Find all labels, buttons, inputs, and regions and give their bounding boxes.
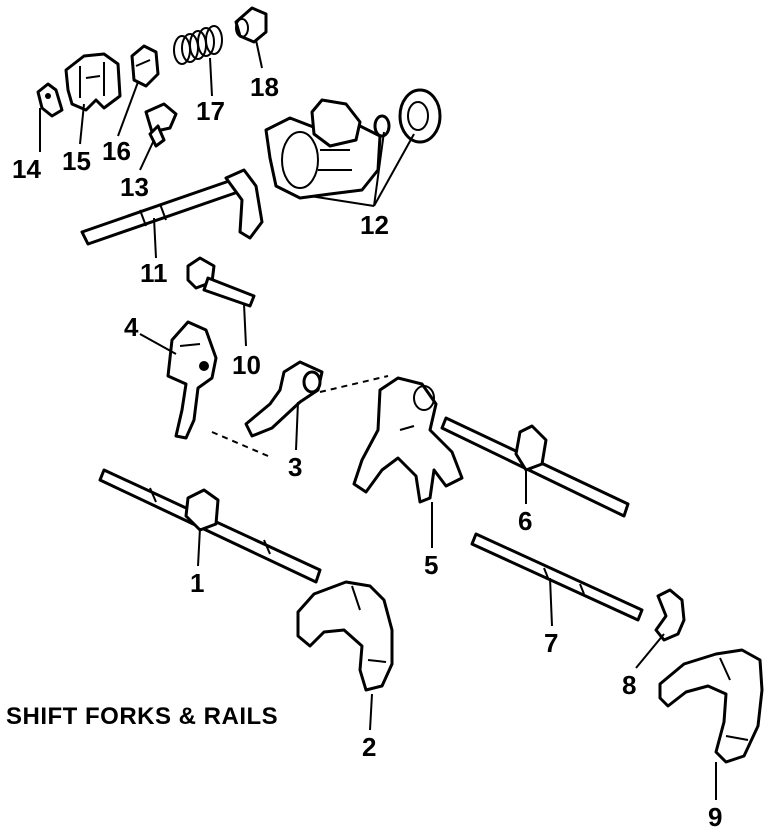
part-5-fork: [352, 376, 464, 504]
part-1-shift-rail: [98, 468, 322, 584]
part-17-spring: [173, 25, 223, 65]
part-15-housing: [64, 52, 122, 112]
part-16-cap: [130, 44, 160, 88]
leader-lines: [39, 39, 717, 800]
callout-7: 7: [544, 628, 558, 658]
part-3-fork: [244, 360, 324, 438]
callout-3: 3: [288, 452, 302, 482]
callout-14: 14: [12, 154, 41, 184]
part-9-fork: [658, 648, 764, 764]
callout-12: 12: [360, 210, 389, 240]
callout-1: 1: [190, 568, 204, 598]
assembly-line-right: [319, 375, 389, 393]
part-12-cover-assembly: [264, 88, 442, 200]
callout-16: 16: [102, 136, 131, 166]
callout-13: 13: [120, 172, 149, 202]
callout-2: 2: [362, 732, 376, 762]
diagram-caption: SHIFT FORKS & RAILS: [6, 703, 279, 730]
callout-8: 8: [622, 670, 636, 700]
assembly-line-left: [211, 431, 269, 457]
part-13-plug: [144, 102, 178, 148]
part-4-lever: [166, 320, 218, 440]
callout-17: 17: [196, 96, 225, 126]
callout-9: 9: [708, 802, 722, 832]
part-8-fork: [654, 588, 686, 642]
part-6-shift-rail: [440, 416, 630, 518]
part-7-shift-rail: [470, 532, 644, 622]
callout-15: 15: [62, 146, 91, 176]
part-14-bracket: [36, 82, 64, 118]
callout-6: 6: [518, 506, 532, 536]
part-2-fork: [296, 580, 394, 692]
callout-18: 18: [250, 72, 279, 102]
callout-11: 11: [140, 258, 168, 288]
part-10-bolt: [186, 256, 256, 308]
part-18-plug: [234, 6, 268, 44]
part-11-shift-rail: [80, 168, 264, 246]
callout-4: 4: [124, 312, 139, 342]
callout-10: 10: [232, 350, 261, 380]
callout-5: 5: [424, 550, 438, 580]
